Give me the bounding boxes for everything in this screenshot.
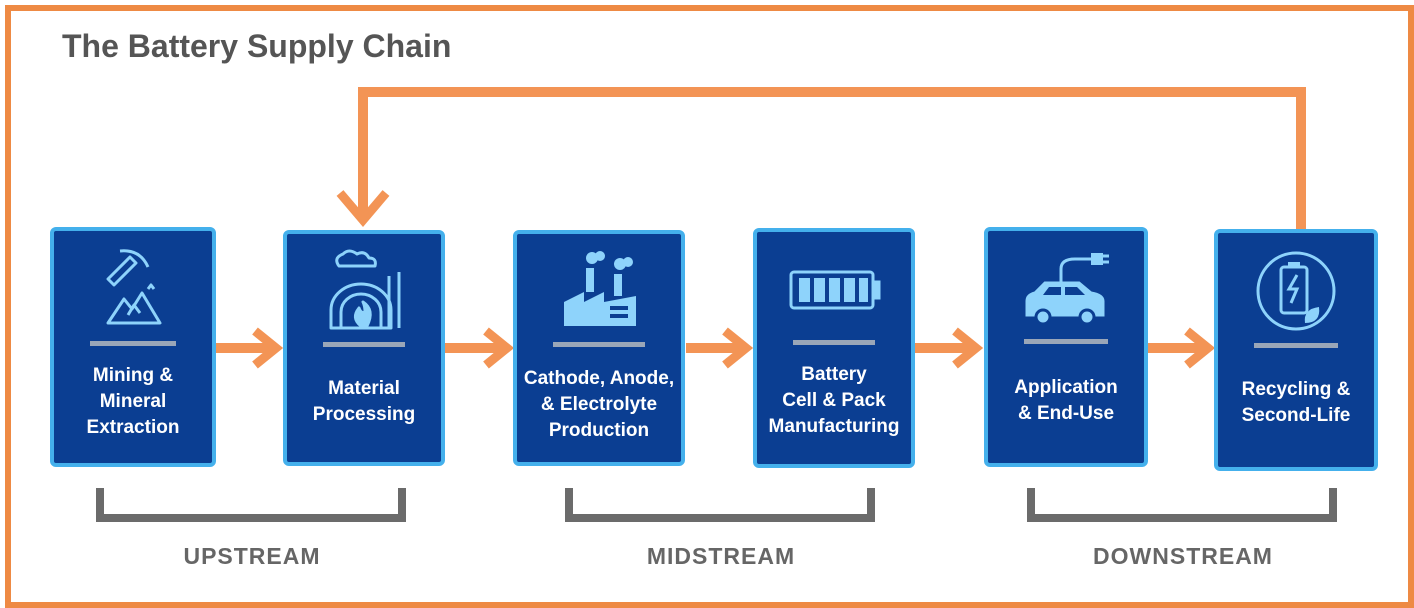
step-divider bbox=[793, 340, 875, 345]
recycle-battery-icon bbox=[1218, 245, 1374, 335]
step-recycling-second-life: Recycling & Second-Life bbox=[1214, 229, 1378, 471]
midstream-bracket bbox=[565, 488, 875, 522]
step-material-processing: Material Processing bbox=[283, 230, 445, 466]
forward-arrow-4 bbox=[915, 327, 984, 369]
step-label: Recycling & Second-Life bbox=[1241, 379, 1351, 426]
recycle-loop-arrow bbox=[358, 87, 1306, 230]
forward-arrow-2 bbox=[445, 327, 515, 369]
step-label: Application & End-Use bbox=[1014, 377, 1118, 424]
forward-arrow-1 bbox=[215, 327, 284, 369]
stage-label-upstream: UPSTREAM bbox=[183, 543, 321, 569]
step-divider bbox=[323, 342, 405, 347]
forward-arrow-3 bbox=[686, 327, 754, 369]
pickaxe-mountain-icon bbox=[54, 243, 212, 333]
upstream-bracket bbox=[96, 488, 406, 522]
furnace-icon bbox=[287, 246, 441, 336]
step-label: Material Processing bbox=[312, 378, 416, 425]
factory-icon bbox=[517, 246, 681, 336]
downstream-bracket bbox=[1027, 488, 1337, 522]
step-battery-manufacturing: Battery Cell & Pack Manufacturing bbox=[753, 228, 915, 468]
stage-label-downstream: DOWNSTREAM bbox=[1093, 543, 1273, 569]
step-divider bbox=[1024, 339, 1108, 344]
step-divider bbox=[90, 341, 176, 346]
step-divider bbox=[553, 342, 645, 347]
step-mining: Mining & Mineral Extraction bbox=[50, 227, 216, 467]
step-divider bbox=[1254, 343, 1338, 348]
step-label: Mining & Mineral Extraction bbox=[86, 365, 180, 438]
stage-label-midstream: MIDSTREAM bbox=[646, 543, 796, 569]
battery-icon bbox=[757, 244, 911, 334]
diagram-title: The Battery Supply Chain bbox=[62, 28, 452, 64]
recycle-loop-arrowhead bbox=[336, 190, 390, 227]
step-label: Battery Cell & Pack Manufacturing bbox=[768, 364, 900, 437]
forward-arrow-5 bbox=[1147, 327, 1216, 369]
step-application-end-use: Application & End-Use bbox=[984, 227, 1148, 467]
step-cathode-anode-production: Cathode, Anode, & Electrolyte Production bbox=[513, 230, 685, 466]
electric-car-icon bbox=[988, 243, 1144, 333]
step-label: Cathode, Anode, & Electrolyte Production bbox=[523, 368, 675, 441]
diagram-frame bbox=[5, 5, 1414, 608]
